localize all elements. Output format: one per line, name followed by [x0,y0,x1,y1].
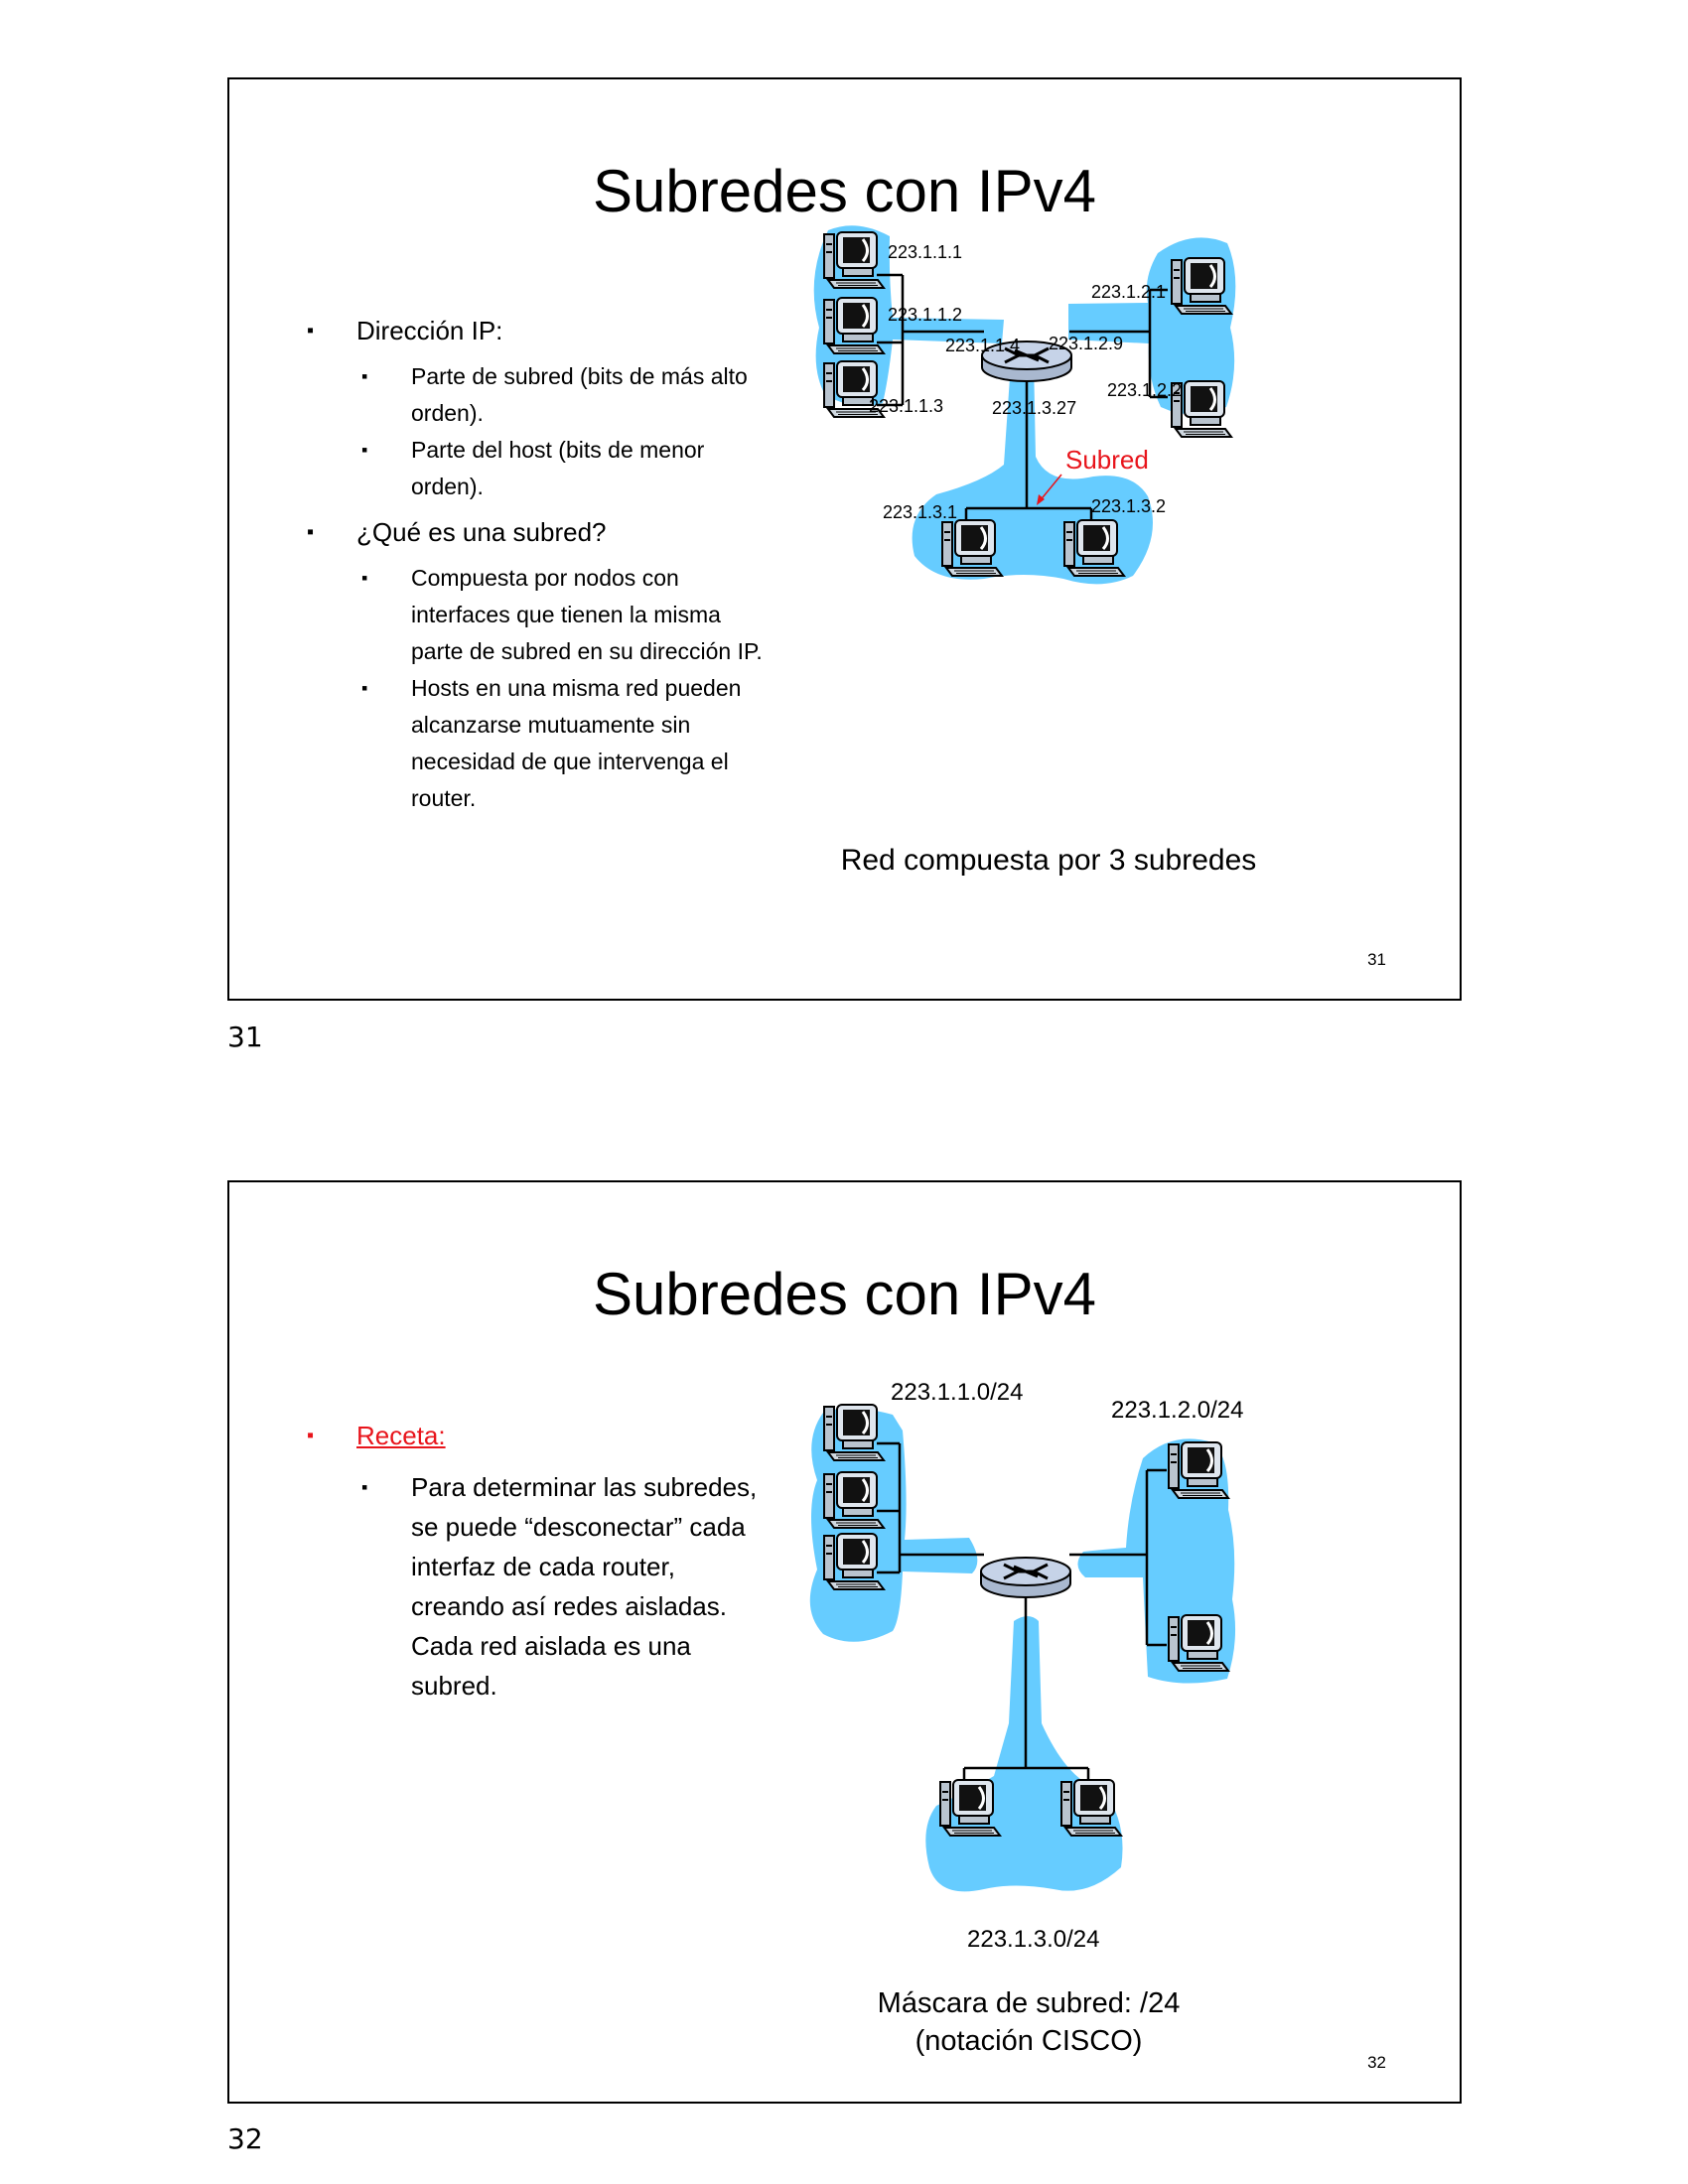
addr-label: 223.1.2.1 [1091,282,1166,302]
subnet-address: 223.1.1.0/24 [891,1379,1023,1406]
addr-label: 223.1.1.1 [888,242,962,262]
diagram-caption: Máscara de subred: /24 (notación CISCO) [845,1984,1212,2060]
addr-label: 223.1.3.1 [883,502,957,522]
subnet-2-links [1069,288,1168,399]
addr-label: 223.1.1.4 [945,336,1020,355]
slide-title: Subredes con IPv4 [593,1261,1096,1327]
host-icon [822,1470,886,1530]
host-icon [1167,1613,1230,1673]
subnet-3-links [962,1584,1090,1794]
network-diagram: 223.1.1.1 223.1.1.2 223.1.1.4 223.1.2.9 … [813,225,1236,585]
sub-bullet-composed: Compuesta por nodos con interfaces que t… [307,560,764,670]
caption-line-2: (notación CISCO) [914,2025,1143,2057]
host-icon [822,230,886,290]
addr-label: 223.1.1.3 [869,396,943,416]
slide-number: 32 [1367,2053,1386,2072]
subnet-callout: Subred [1065,445,1149,475]
sub-bullet-host-part: Parte del host (bits de menor orden). [307,432,764,505]
addr-label: 223.1.2.2 [1107,380,1182,400]
arrow-head-icon [1037,494,1045,505]
host-icon [822,296,886,355]
addr-label: 223.1.1.2 [888,305,962,325]
subnet-1-links [877,1441,984,1574]
slide-31: Subredes con IPv4 Dirección IP: Parte de… [227,77,1462,1001]
sub-bullet-subnet-part: Parte de subred (bits de más alto orden)… [307,358,764,432]
addr-label: 223.1.3.2 [1091,496,1166,516]
subnet-address: 223.1.3.0/24 [967,1926,1099,1953]
host-icon [1167,1440,1230,1500]
slide-title: Subredes con IPv4 [593,158,1096,224]
bullet-what-is-subnet: ¿Qué es una subred? [307,517,764,548]
subnet-3-area [925,1616,1123,1892]
subnet-address: 223.1.2.0/24 [1111,1397,1243,1424]
page-label: 31 [227,1021,263,1053]
slide-number: 31 [1367,950,1386,969]
network-diagram: 223.1.1.0/24 223.1.2.0/24 223.1.3.0/24 [809,1379,1243,1953]
page-label: 32 [227,2122,263,2155]
router-icon [979,1556,1072,1599]
bullet-list: Dirección IP: Parte de subred (bits de m… [307,316,764,817]
host-icon [1170,256,1233,316]
host-icon [822,1532,886,1591]
subnet-1-links [877,273,984,407]
host-icon [938,1778,1002,1838]
sub-bullet-recipe-text: Para determinar las subredes, se puede “… [307,1467,774,1706]
addr-label: 223.1.3.27 [992,398,1076,418]
bullet-ip-address: Dirección IP: [307,316,764,346]
sub-bullet-hosts-reach: Hosts en una misma red pueden alcanzarse… [307,670,764,817]
subnet-2-links [1069,1468,1167,1647]
host-icon [1059,1778,1123,1838]
addr-label: 223.1.2.9 [1049,334,1123,353]
bullet-list: Receta: Para determinar las subredes, se… [307,1421,774,1706]
host-icon [822,1403,886,1462]
caption-line-1: Máscara de subred: /24 [877,1987,1181,2019]
diagram-caption: Red compuesta por 3 subredes [840,844,1257,877]
host-icon [1062,518,1126,578]
slide-32: Subredes con IPv4 Receta: Para determina… [227,1180,1462,2104]
bullet-recipe: Receta: [307,1421,774,1451]
host-icon [940,518,1004,578]
